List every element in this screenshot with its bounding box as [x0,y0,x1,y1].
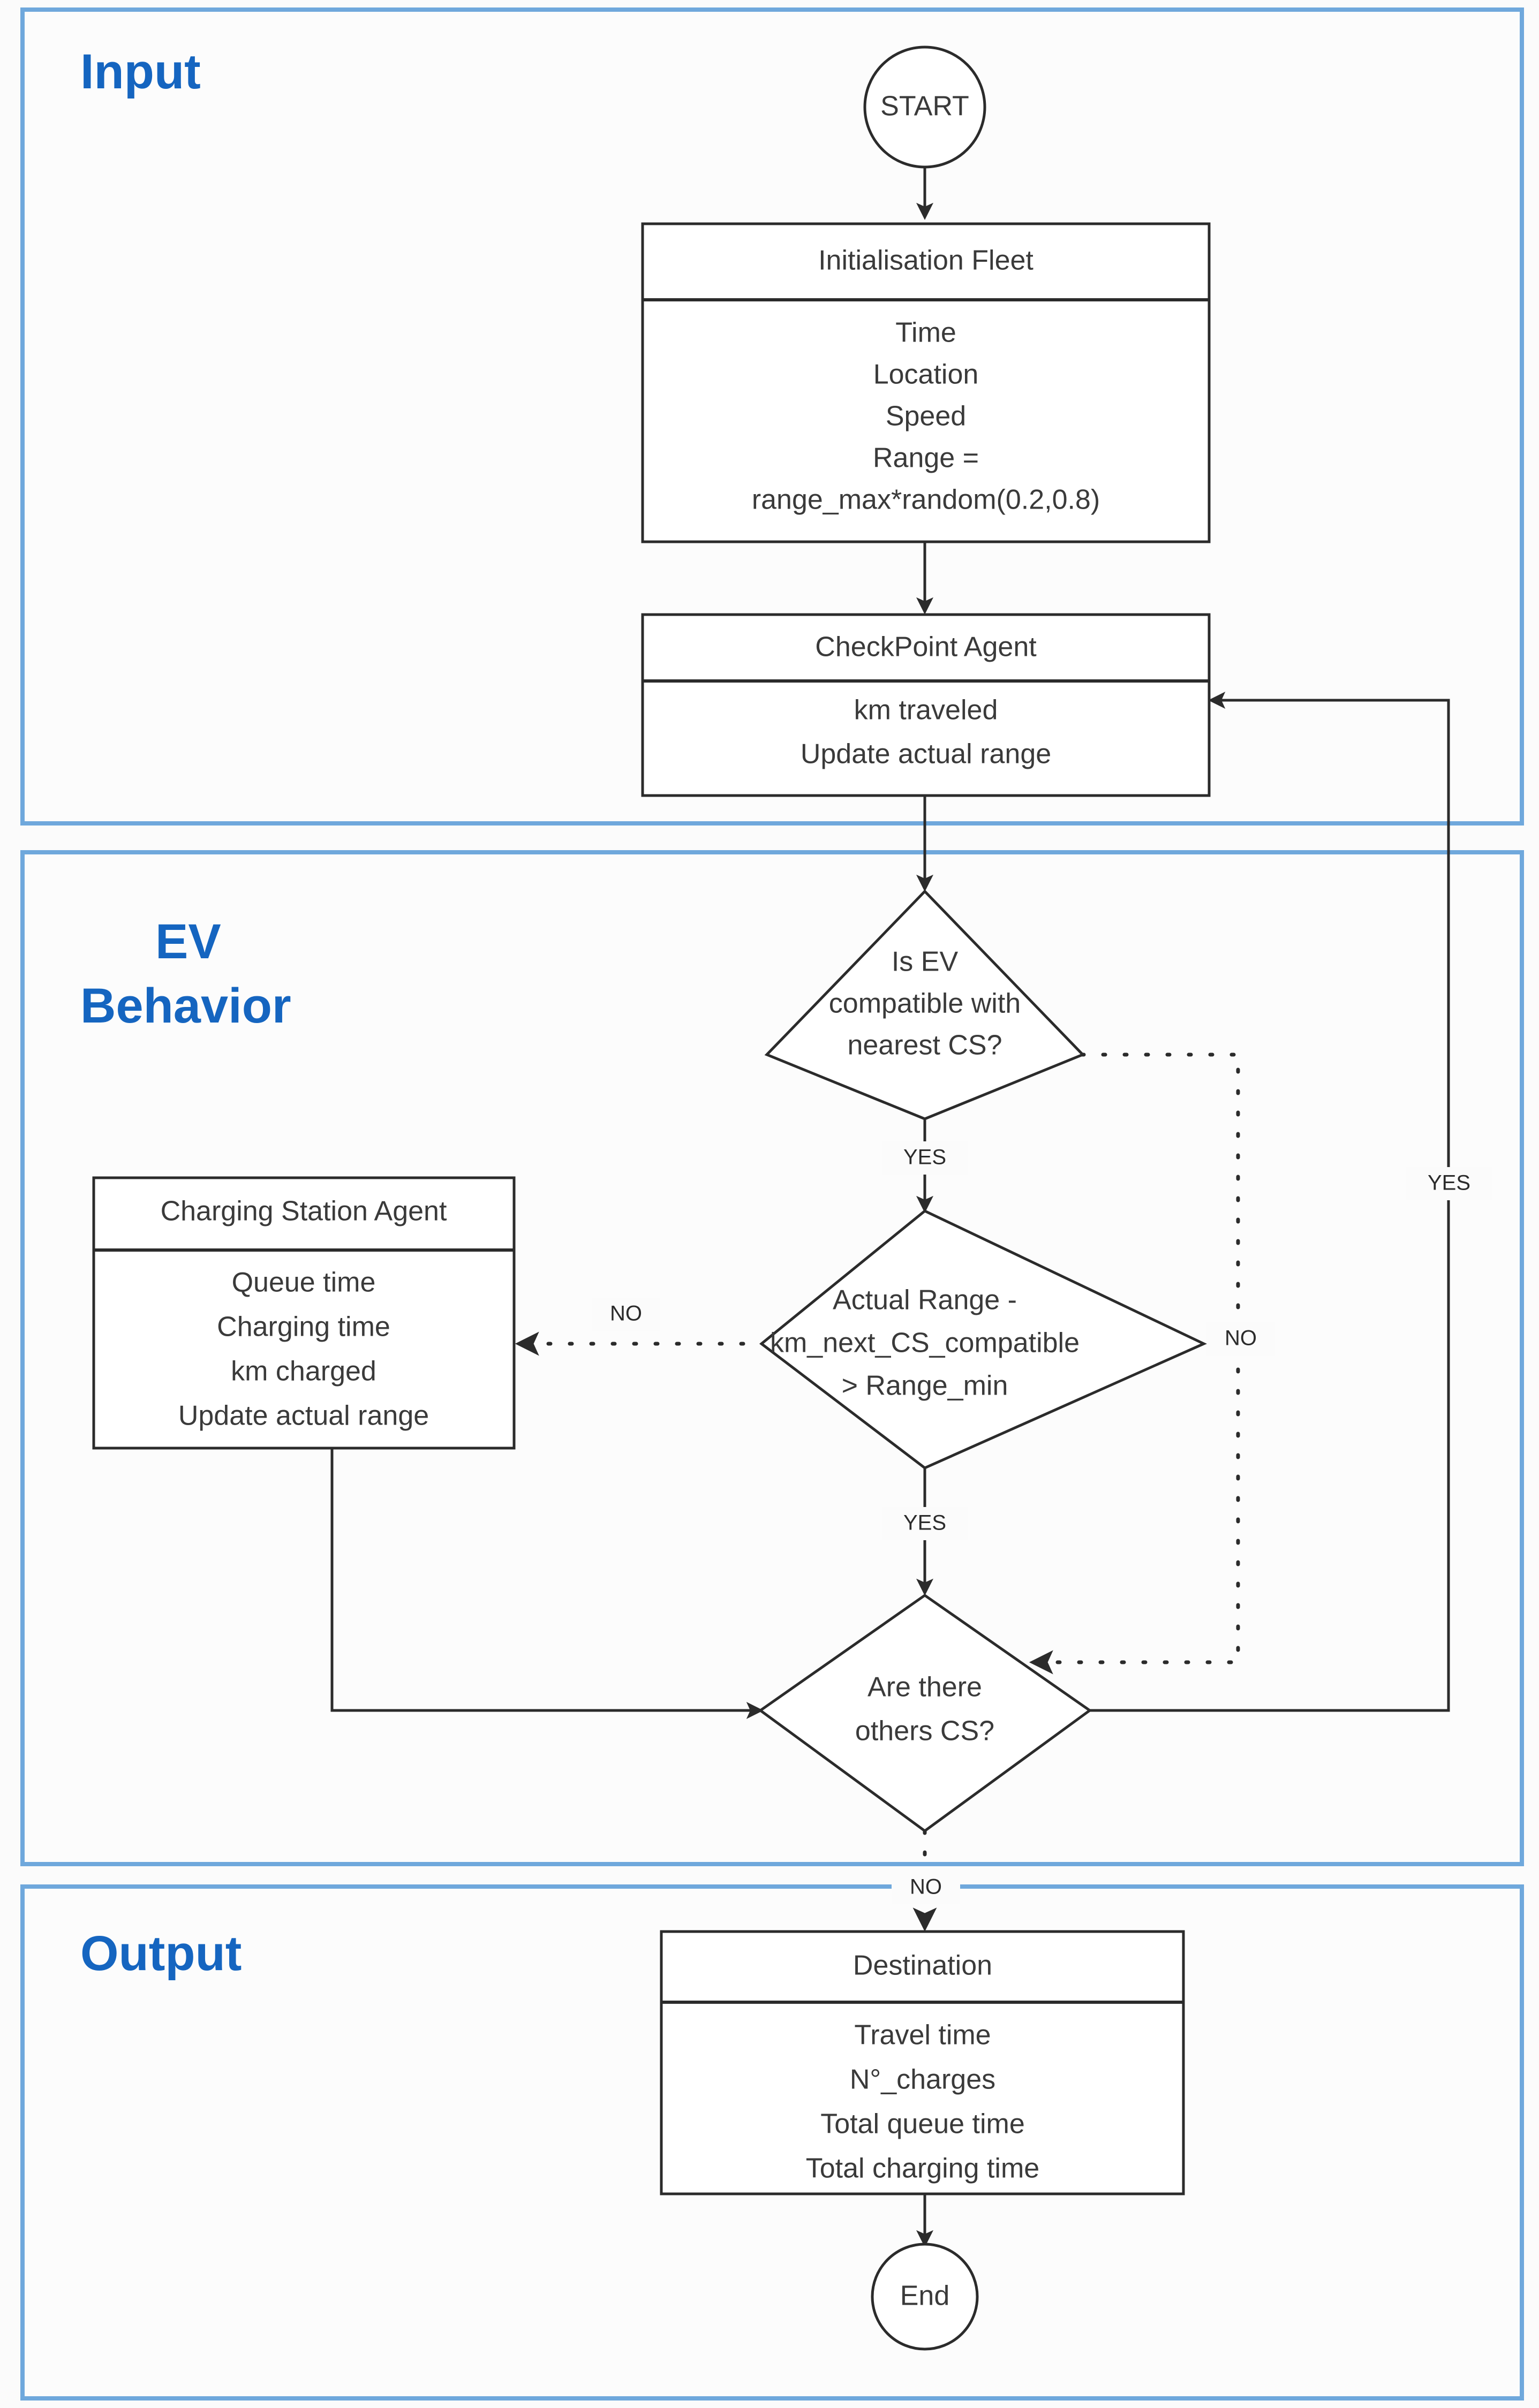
edge-label-bg-yes-range [882,1507,968,1540]
charging-station-agent-line-1: Charging time [217,1312,390,1343]
edge-others-yes-to-checkpoint [1090,691,1450,1712]
node-charging-station-agent[interactable]: Charging Station Agent Queue time Chargi… [92,1176,516,1450]
decision-range-line-2: > Range_min [842,1370,1008,1402]
end-circle [871,2243,979,2351]
init-fleet-line-1: Location [873,359,979,390]
checkpoint-agent-line-0: km traveled [854,695,998,726]
decision-others-cs-line-1: others CS? [855,1716,994,1747]
init-fleet-line-2: Speed [886,401,966,432]
decision-compat-line-1: compatible with [829,988,1021,1019]
init-fleet-line-0: Time [895,317,956,349]
checkpoint-agent-line-1: Update actual range [801,739,1051,770]
init-fleet-title: Initialisation Fleet [818,245,1033,276]
edge-label-no-others: NO [910,1875,942,1899]
destination-line-2: Total queue time [820,2109,1025,2140]
decision-compat-line-0: Is EV [892,946,959,978]
node-destination[interactable]: Destination Travel time N°_charges Total… [660,1930,1185,2195]
node-checkpoint-agent[interactable]: CheckPoint Agent km traveled Update actu… [641,613,1211,797]
edge-cs-agent-to-others [330,1448,764,1720]
lane-label-input: Input [80,44,201,99]
init-fleet-box [641,222,1211,543]
decision-range-diamond [759,1209,1207,1470]
edge-label-bg-yes-compat [882,1141,968,1175]
destination-line-1: N°_charges [850,2064,995,2095]
node-end[interactable]: End [871,2243,979,2351]
node-decision-compat[interactable]: Is EV compatible with nearest CS? [764,889,1085,1120]
destination-line-3: Total charging time [806,2153,1039,2184]
decision-others-cs-diamond [758,1593,1092,1833]
edge-label-no-range: NO [610,1302,642,1326]
decision-range-line-0: Actual Range - [833,1285,1017,1316]
edge-label-bg-no-range [592,1298,660,1331]
checkpoint-agent-box [641,613,1211,797]
edge-label-bg-no-others [892,1871,960,1904]
end-label: End [900,2281,950,2312]
destination-title: Destination [853,1950,992,1981]
destination-box [660,1930,1185,2195]
destination-line-0: Travel time [854,2020,991,2051]
init-fleet-line-3: Range = [873,443,979,474]
decision-compat-line-2: nearest CS? [847,1030,1002,1061]
charging-station-agent-title: Charging Station Agent [161,1196,447,1227]
node-decision-others-cs[interactable]: Are there others CS? [758,1593,1092,1833]
decision-compat-diamond [764,889,1085,1120]
start-label: START [880,91,969,122]
init-fleet-line-4: range_max*random(0.2,0.8) [752,484,1100,516]
charging-station-agent-line-0: Queue time [232,1267,376,1298]
node-init-fleet[interactable]: Initialisation Fleet Time Location Speed… [641,222,1211,543]
edge-label-bg-no-compat [1206,1322,1275,1356]
edge-label-yes-compat: YES [903,1146,946,1169]
charging-station-agent-box [92,1176,516,1450]
edge-label-yes-range: YES [903,1511,946,1535]
lane-label-output: Output [80,1926,242,1981]
lane-label-ev-behavior-line1: EV [155,914,221,969]
node-start[interactable]: START [863,46,986,169]
lane-label-ev-behavior-line2: Behavior [80,979,291,1033]
node-decision-range[interactable]: Actual Range - km_next_CS_compatible > R… [759,1209,1207,1470]
charging-station-agent-line-2: km charged [231,1356,376,1387]
checkpoint-agent-title: CheckPoint Agent [815,632,1037,663]
decision-others-cs-line-0: Are there [867,1672,982,1703]
charging-station-agent-line-3: Update actual range [178,1400,429,1432]
edge-label-yes-others: YES [1428,1171,1470,1195]
decision-range-line-1: km_next_CS_compatible [770,1328,1080,1359]
start-circle [863,46,986,169]
edge-label-bg-yes-others [1406,1167,1492,1200]
edge-label-no-compat: NO [1225,1327,1257,1350]
